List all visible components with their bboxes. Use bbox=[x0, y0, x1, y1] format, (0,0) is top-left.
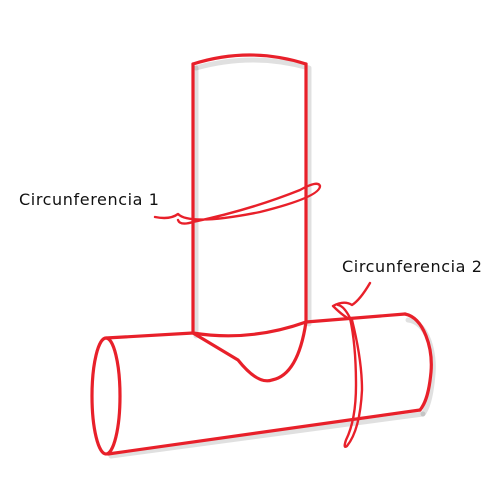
horizontal-pipe-bottom-edge bbox=[106, 408, 422, 456]
vertical-pipe-top-edge bbox=[191, 53, 308, 66]
horizontal-pipe-top-edge-left bbox=[104, 331, 195, 340]
vertical-pipe-bottom-edge bbox=[191, 320, 308, 338]
horizontal-pipe-right-end bbox=[403, 312, 433, 412]
horizontal-pipe-top-edge-right bbox=[304, 312, 407, 324]
circle-1-ring bbox=[153, 182, 322, 225]
vertical-pipe bbox=[191, 53, 308, 338]
circle-1-label: Circunferencia 1 bbox=[19, 190, 160, 209]
circle-2-label: Circunferencia 2 bbox=[342, 257, 483, 276]
horizontal-pipe bbox=[90, 312, 433, 456]
horizontal-pipe-left-end bbox=[90, 336, 122, 456]
intersection-curve bbox=[191, 320, 308, 383]
circle-2-ring bbox=[331, 281, 372, 448]
